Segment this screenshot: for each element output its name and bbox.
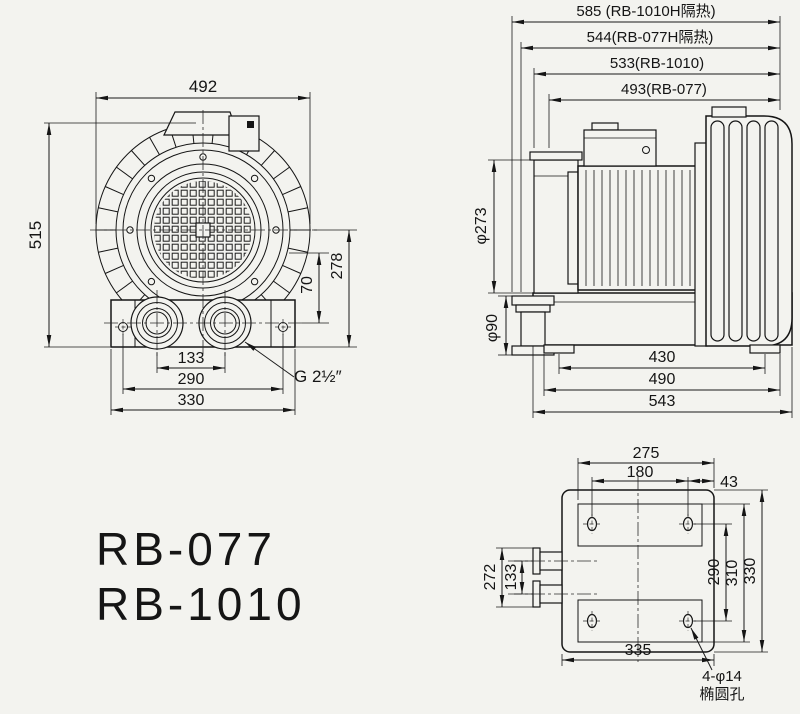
blower-drum (694, 106, 793, 347)
front-view-dimensions: 492 515 278 70 133 290 330 G 2½″ (26, 77, 357, 415)
model-labels: RB-077 RB-1010 (96, 523, 306, 630)
side-view (511, 106, 793, 356)
dim-front-bolt-spacing: 290 (178, 371, 205, 388)
front-view (90, 110, 318, 356)
dim-base-pad-height: 310 (724, 560, 741, 587)
dim-base-ports-outer: 272 (482, 564, 499, 591)
holes-note-line2: 椭圆孔 (699, 686, 744, 703)
dim-front-center-to-base: 278 (329, 253, 346, 280)
dim-base-hole-spacing-y: 290 (706, 559, 723, 586)
foot-left-side (543, 344, 575, 354)
side-view-dimensions: 585 (RB-1010H隔热) 544(RB-077H隔热) 533(RB-1… (473, 3, 793, 418)
dim-motor-diameter: φ273 (473, 207, 490, 244)
port-thread-label: G 2½″ (294, 367, 342, 386)
dim-front-width: 492 (189, 77, 217, 96)
dim-front-port-spacing: 133 (178, 350, 205, 367)
slot-holes (583, 514, 697, 631)
dim-front-port-offset: 70 (299, 276, 316, 294)
centerlines-front (90, 110, 318, 356)
dim-base-plate-width: 335 (625, 642, 652, 659)
base-view-dimensions: 275 180 43 272 133 290 310 330 335 4-φ14 (482, 445, 768, 703)
holes-note-line1: 4-φ14 (702, 668, 742, 685)
mount-pad-top (577, 503, 703, 547)
terminal-box-side (583, 122, 657, 167)
model-name-2: RB-1010 (96, 578, 306, 630)
base-view (508, 476, 715, 662)
dim-side-overall-4: 493(RB-077) (621, 81, 707, 98)
terminal-box-gland (247, 121, 254, 128)
centerlines-base (508, 476, 639, 662)
dim-base-length: 490 (649, 371, 676, 388)
dim-overall-length: 543 (649, 393, 676, 410)
dim-base-edge-offset: 43 (720, 474, 738, 491)
dim-side-overall-2: 544(RB-077H隔热) (587, 29, 714, 46)
foot-right-side (749, 344, 781, 354)
dim-foot-spacing: 430 (649, 349, 676, 366)
motor (567, 165, 697, 291)
cover-bolts (126, 153, 280, 307)
model-name-1: RB-077 (96, 523, 276, 575)
terminal-box-front (163, 111, 260, 152)
dim-base-pad-width: 275 (633, 445, 660, 462)
dim-side-overall-1: 585 (RB-1010H隔热) (576, 3, 715, 20)
port-stubs-bottom (532, 547, 563, 608)
dim-base-ports-spacing: 133 (503, 564, 520, 591)
dim-base-hole-spacing-x: 180 (627, 464, 654, 481)
dim-front-height: 515 (26, 221, 45, 249)
dim-side-overall-3: 533(RB-1010) (610, 55, 704, 72)
dim-front-base-width: 330 (178, 392, 205, 409)
dim-pipe-diameter: φ90 (484, 314, 501, 342)
dim-base-plate-height: 330 (742, 558, 759, 585)
